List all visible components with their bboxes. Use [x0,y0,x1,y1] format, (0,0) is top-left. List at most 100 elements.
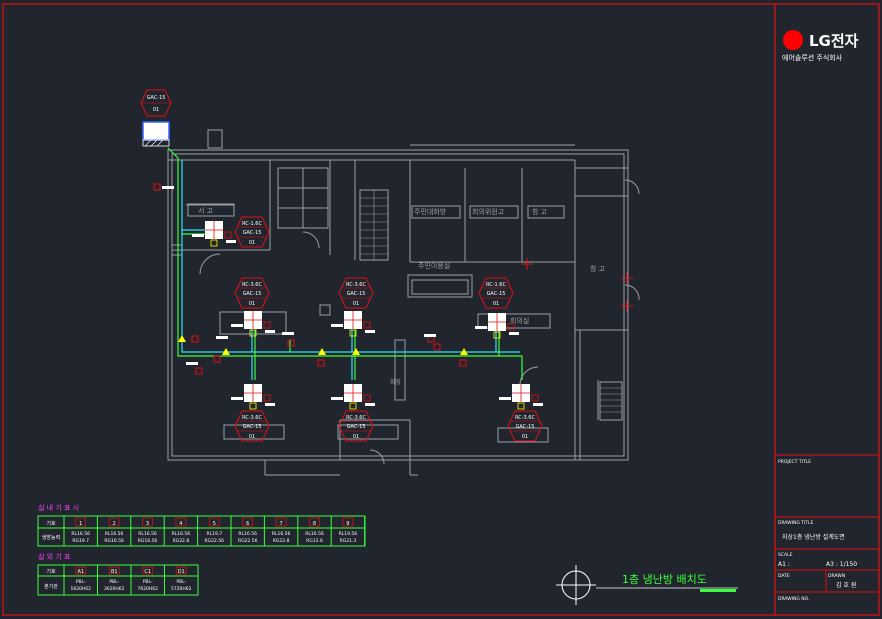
indoor-unit-tags: RC-1.6CGAC-1501RC-3.6CGAC-1501RC-3.6CGAC… [234,216,543,442]
room-label: 주민이용실 [418,261,450,270]
title-block: LG전자 에어솔루션 주식회사 PROJECT TITLE DRAWING TI… [775,30,879,602]
scale-a1: A1 : [778,561,790,568]
brand-name: LG전자 [809,32,859,50]
indoor-unit[interactable] [231,311,275,337]
indoor-unit[interactable] [475,313,519,339]
room-label: 주민대화방 [414,207,447,216]
hex-tag: RC-3.6C GAC-15 01 [507,410,543,442]
tag-text: GAC-15 [487,291,506,297]
column-line1: RL16.56 [272,531,291,537]
refrigerant-piping [167,147,523,380]
tag-text: RC-3.6C [515,415,535,421]
column-line2: RG19.7 [72,538,89,544]
column-number: B1 [111,569,118,575]
indoor-unit-schedule: 실 내 기 표 시 기호 냉방능력 1RL16.56RG19.72RL16.56… [37,503,366,547]
column-line1: PBL- [176,579,186,585]
column-line2: 5720H62 [171,586,192,592]
column-number: 6 [246,521,249,527]
tag-text: RC-1.6C [242,221,262,227]
tag-text: 01 [353,301,359,307]
tag-text: GAC-15 [516,424,535,430]
tag-text: GAC-15 [243,291,262,297]
column-line2: RG22.56 [238,538,258,544]
hex-tag: RC-1.6C GAC-15 01 [234,216,270,248]
column-line2: RG22.8 [173,538,190,544]
outdoor-unit[interactable] [142,121,170,147]
column-line2: RG16.56 [104,538,124,544]
company-name: 에어솔루션 주식회사 [782,53,843,62]
hex-tag: RC-1.6C GAC-15 01 [478,277,514,309]
tag-text: RC-3.6C [242,415,262,421]
sheet-border [2,3,880,616]
column-number: 8 [313,521,316,527]
tag-text: RC-3.6C [242,282,262,288]
column-line1: PBL- [143,579,153,585]
tag-text: RC-3.6C [346,415,366,421]
column-line2: RG22.56 [205,538,225,544]
tag-count: 01 [153,107,159,113]
lg-logo-icon [783,30,803,50]
tag-text: 01 [249,240,255,246]
room-label: 화장 [390,378,402,386]
indoor-unit[interactable] [499,384,543,410]
tag-text: 01 [249,301,255,307]
room-label: 회의실 [510,316,529,325]
outdoor-table-heading: 실 외 기 표 [38,552,71,561]
tag-text: RC-1.6C [486,282,506,288]
column-number: 4 [179,521,182,527]
tag-text: 01 [493,301,499,307]
room-label: 창 고 [590,265,606,273]
indoor-unit[interactable] [331,384,375,410]
indoor-unit[interactable] [331,311,375,337]
drawn-by: 김 호 원 [836,581,856,589]
date-label: DATE [778,573,790,579]
column-line1: RL19.7 [206,531,222,537]
column-line2: RG16.56 [138,538,158,544]
column-number: D1 [178,569,185,575]
column-number: A1 [77,569,84,575]
drawing-name: 1층 냉난방 배치도 [622,573,707,586]
tag-text: 01 [522,434,528,440]
tag-model: GAC-15 [147,95,166,101]
drawing-name-block: 1층 냉난방 배치도 [556,565,738,605]
column-line1: RL16.56 [138,531,157,537]
room-label: 창 고 [532,208,548,216]
scale-label: SCALE [778,552,793,558]
column-number: 1 [79,521,82,527]
indoor-unit[interactable] [192,221,236,247]
drawing-title: 지상1층 냉난방 설계도면 [782,533,845,541]
column-line2: RG12.8 [306,538,323,544]
column-line1: RL19.56 [339,531,358,537]
column-number: 7 [280,521,283,527]
column-line2: 3620H62 [104,586,125,592]
hex-tag: RC-3.6C GAC-15 01 [234,277,270,309]
column-number: 5 [213,521,216,527]
outdoor-unit-schedule: 실 외 기 표 기호 분기관 A1PBL-1620H62B1PBL-3620H6… [37,552,199,596]
room-label: 서 고 [198,206,214,215]
column-line2: RG22.8 [273,538,290,544]
indoor-unit[interactable] [231,384,275,410]
tag-text: GAC-15 [243,230,262,236]
scale-a3: A3 : 1/150 [826,561,857,568]
column-number: C1 [144,569,151,575]
tag-text: 01 [249,434,255,440]
drawing-title-label: DRAWING TITLE [778,520,814,526]
indoor-row-label: 냉방능력 [42,534,60,541]
drawing-no-label: DRAWING NO. [778,596,809,602]
column-line2: 1620H62 [70,586,91,592]
hex-tag-outdoor: GAC-15 01 [140,89,172,117]
indoor-table-heading: 실 내 기 표 시 [38,503,79,512]
tag-text: 01 [353,434,359,440]
column-number: 3 [146,521,149,527]
